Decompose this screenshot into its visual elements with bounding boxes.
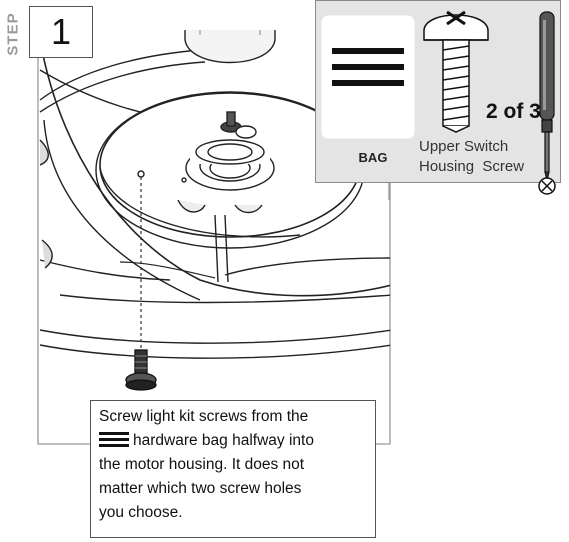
callout-line1: Screw light kit screws from the — [99, 408, 309, 425]
part-name: Upper Switch Housing Screw — [419, 137, 549, 177]
motor-shaft — [184, 30, 276, 64]
bag-label: BAG — [358, 150, 388, 165]
part-name-line2: Housing Screw — [419, 158, 525, 175]
hardware-bag-inline-icon — [99, 432, 129, 447]
step-number-box — [29, 6, 93, 58]
callout-line5: you choose. — [99, 504, 183, 521]
callout-line2-text: hardware bag halfway into — [133, 432, 314, 449]
step-label: STEP — [4, 12, 22, 56]
callout-line4: matter which two screw holes — [99, 480, 302, 497]
callout-line2: hardware bag halfway into — [99, 429, 367, 453]
outer-shell — [39, 39, 390, 297]
light-kit-screw — [125, 349, 157, 391]
part-count: 2 of 3 — [486, 100, 541, 123]
instruction-callout: Screw light kit screws from the hardware… — [90, 400, 376, 538]
callout-line3: the motor housing. It does not — [99, 456, 305, 473]
part-name-line1: Upper Switch — [419, 138, 509, 155]
step-number: 1 — [50, 11, 72, 52]
